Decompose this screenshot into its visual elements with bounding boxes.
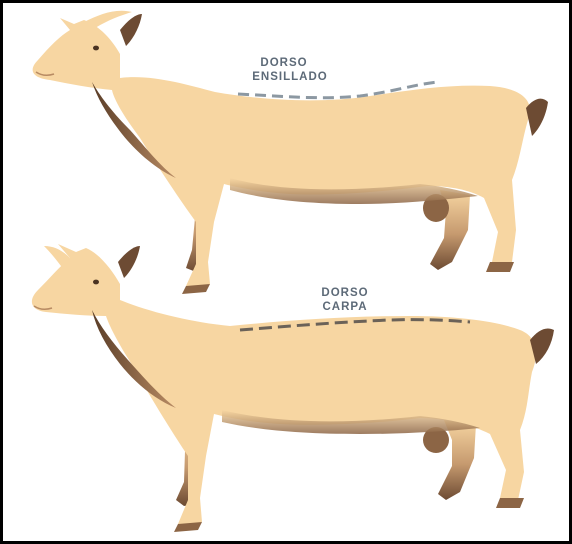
goat-ensillado: DORSO ENSILLADO (33, 11, 548, 294)
goat-carpa: DORSO CARPA (32, 244, 554, 532)
goat-1-eye (93, 46, 99, 51)
goat-1-label-line-1: DORSO (260, 57, 307, 69)
goat-2-eye (93, 280, 99, 285)
goat-1-label-line-2: ENSILLADO (252, 71, 327, 83)
goat-1-front-hoof (182, 284, 210, 294)
goat-2-label-line-2: CARPA (322, 301, 367, 313)
goat-2-ear (118, 246, 140, 278)
goat-2-label-line-1: DORSO (321, 287, 368, 299)
goat-1-ear (120, 14, 142, 46)
goat-2-front-hoof (174, 522, 202, 532)
goat-1-tail (526, 99, 548, 136)
goat-2-hind-hoof (496, 498, 524, 508)
goat-1-hind-hoof (486, 262, 514, 272)
